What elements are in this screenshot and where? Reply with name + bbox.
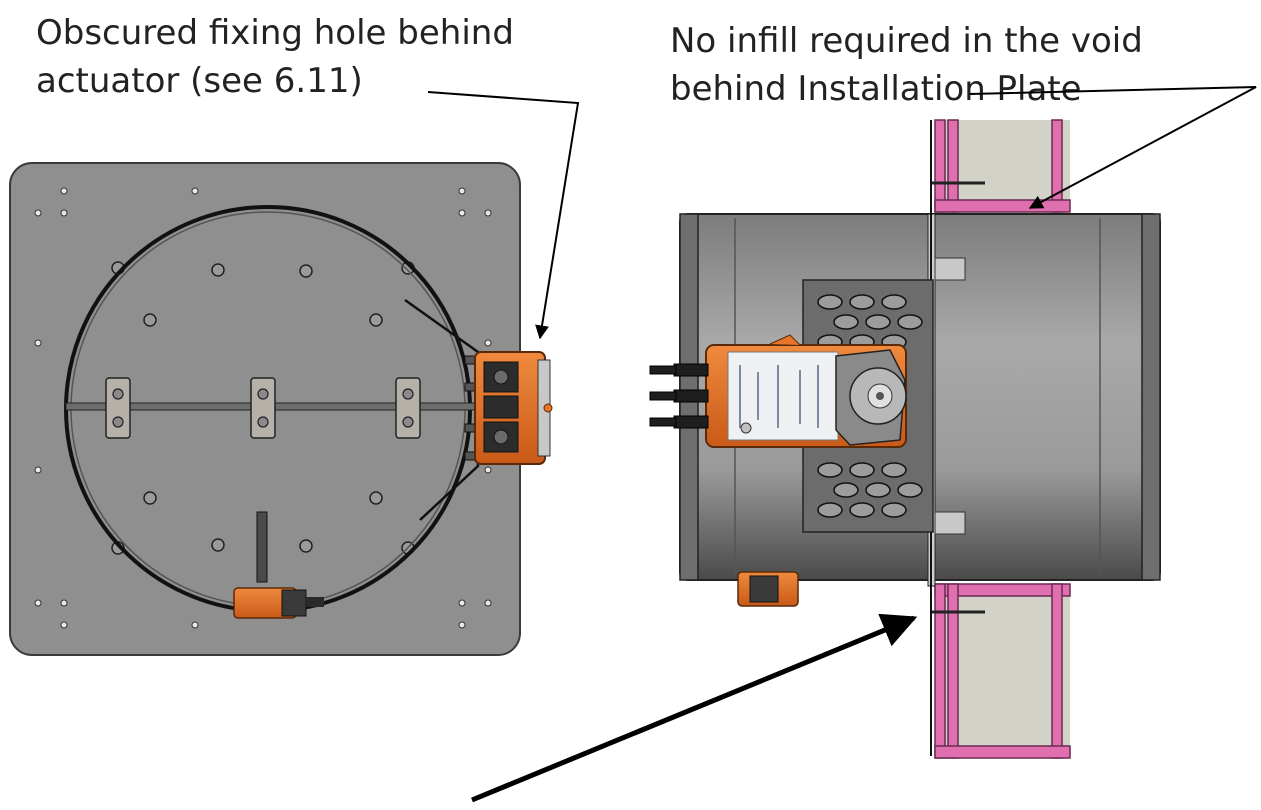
side-view-damper-assembly bbox=[649, 119, 1161, 759]
callout-left: Obscured fixing hole behind actuator (se… bbox=[36, 13, 514, 101]
callout-right-line2: behind Installation Plate bbox=[670, 69, 1082, 109]
callout-left-line1: Obscured fixing hole behind bbox=[36, 13, 514, 53]
leader-bottom bbox=[471, 613, 918, 803]
side-actuator bbox=[649, 334, 907, 448]
plate-fixing-holes bbox=[34, 187, 492, 629]
leader-lines bbox=[427, 86, 1257, 803]
wall-section-top bbox=[930, 119, 1071, 213]
leader-right bbox=[969, 86, 1257, 209]
leader-left bbox=[427, 91, 580, 340]
blade-brackets bbox=[105, 377, 421, 439]
front-view-installation-plate bbox=[9, 162, 553, 656]
wall-section-bottom bbox=[930, 583, 1071, 759]
side-lower-actuator bbox=[737, 571, 799, 607]
lower-actuator bbox=[233, 511, 324, 619]
front-actuator bbox=[474, 351, 553, 465]
callout-right-line1: No infill required in the void bbox=[670, 21, 1143, 61]
callout-left-line2: actuator (see 6.11) bbox=[36, 61, 363, 101]
callout-right: No infill required in the void behind In… bbox=[670, 21, 1143, 109]
